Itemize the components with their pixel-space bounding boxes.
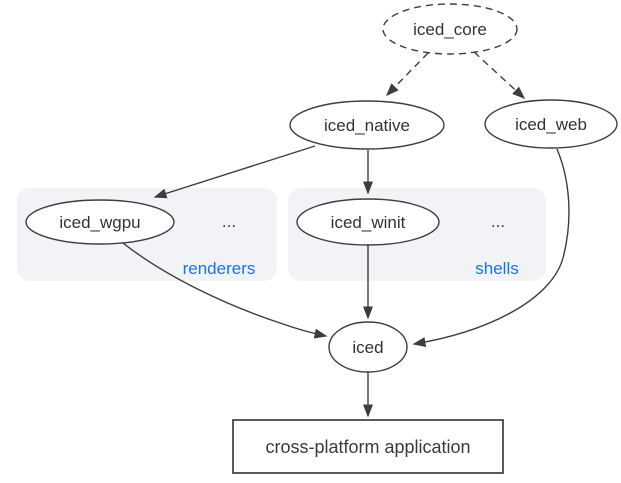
shells-group-label: shells xyxy=(475,259,518,278)
renderers-group-label: renderers xyxy=(183,259,256,278)
node-iced-core xyxy=(382,3,518,55)
node-iced-label: iced xyxy=(352,338,383,357)
node-iced-web xyxy=(484,99,618,149)
renderers-ellipsis: ... xyxy=(222,212,236,231)
shells-ellipsis: ... xyxy=(491,212,505,231)
node-iced-native xyxy=(289,100,445,150)
edge-core-to-web xyxy=(473,51,526,100)
node-iced-web-label: iced_web xyxy=(515,115,587,134)
node-iced-native-label: iced_native xyxy=(324,116,410,135)
node-iced-wgpu-label: iced_wgpu xyxy=(59,213,140,232)
edge-native-to-wgpu xyxy=(153,145,316,199)
node-iced-core-label: iced_core xyxy=(413,20,487,39)
node-iced-winit-label: iced_winit xyxy=(331,213,406,232)
cross-platform-application-label: cross-platform application xyxy=(265,437,470,457)
edge-core-to-native xyxy=(385,52,429,97)
node-cross-platform-application xyxy=(232,419,504,474)
edge-wgpu-to-iced xyxy=(122,242,328,339)
node-iced-winit xyxy=(296,198,440,246)
node-iced-wgpu xyxy=(25,199,175,245)
edge-web-to-iced xyxy=(412,148,570,348)
node-iced xyxy=(328,321,408,373)
